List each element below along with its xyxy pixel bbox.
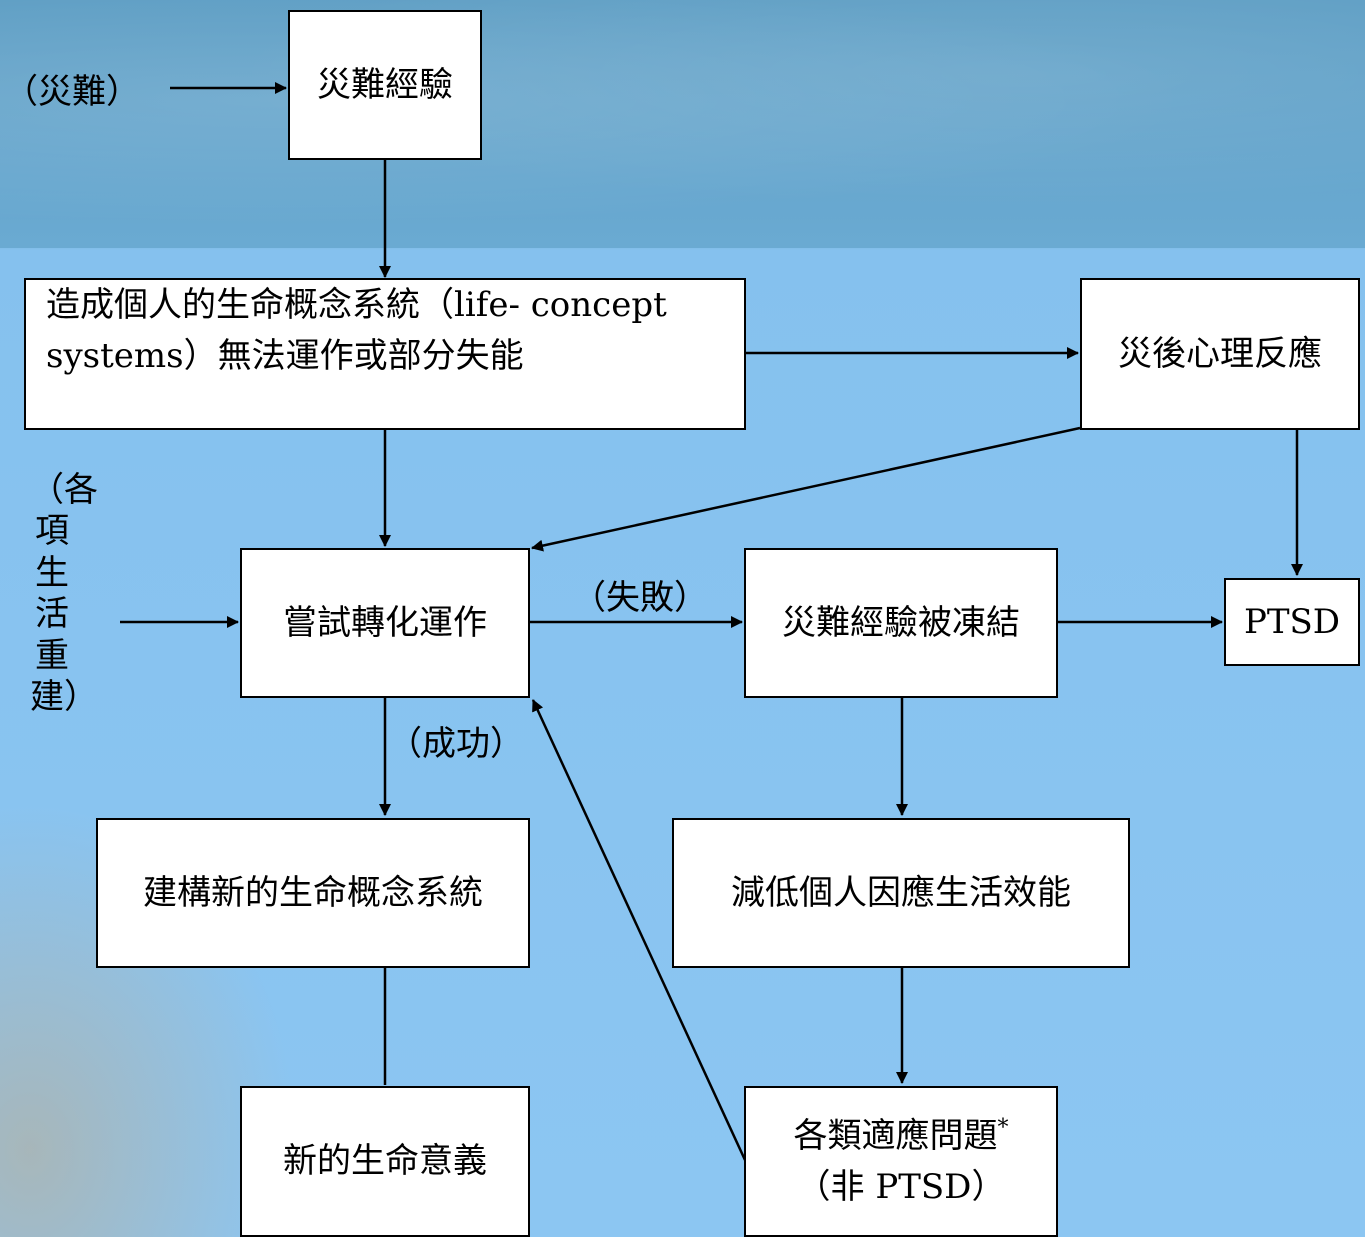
label-failure: （失敗） bbox=[572, 578, 708, 618]
arrow-reaction-to-attempt bbox=[531, 426, 1081, 552]
node-life-concept-failure: 造成個人的生命概念系統（life- concept systems）無法運作或部… bbox=[24, 278, 746, 430]
node-build-new-system-text: 建構新的生命概念系統 bbox=[143, 872, 483, 913]
node-life-concept-failure-line2: systems）無法運作或部分失能 bbox=[46, 336, 524, 376]
node-adaptation-problems-line1: 各類適應問題* bbox=[794, 1111, 1009, 1162]
arrow-problems-to-attempt bbox=[531, 699, 747, 1161]
node-adaptation-problems: 各類適應問題* （非 PTSD） bbox=[744, 1086, 1058, 1237]
label-success: （成功） bbox=[388, 724, 524, 764]
node-disaster-experience: 災難經驗 bbox=[288, 10, 482, 160]
node-new-meaning: 新的生命意義 bbox=[240, 1086, 530, 1237]
node-experience-frozen: 災難經驗被凍結 bbox=[744, 548, 1058, 698]
adaptation-problems-text: 各類適應問題 bbox=[793, 1115, 998, 1156]
node-reduced-coping: 減低個人因應生活效能 bbox=[672, 818, 1130, 968]
node-build-new-system: 建構新的生命概念系統 bbox=[96, 818, 530, 968]
node-disaster-experience-text: 災難經驗 bbox=[317, 64, 453, 105]
node-new-meaning-text: 新的生命意義 bbox=[283, 1141, 487, 1181]
node-adaptation-problems-line2: （非 PTSD） bbox=[796, 1166, 1006, 1207]
node-attempt-transform: 嘗試轉化運作 bbox=[240, 548, 530, 698]
node-attempt-transform-text: 嘗試轉化運作 bbox=[283, 602, 487, 643]
node-life-concept-failure-line1: 造成個人的生命概念系統（life- concept bbox=[46, 285, 667, 325]
node-reduced-coping-text: 減低個人因應生活效能 bbox=[731, 872, 1071, 913]
node-ptsd: PTSD bbox=[1224, 578, 1360, 666]
node-ptsd-text: PTSD bbox=[1243, 601, 1341, 642]
footnote-mark: * bbox=[997, 1115, 1009, 1141]
node-experience-frozen-text: 災難經驗被凍結 bbox=[782, 602, 1020, 643]
node-post-disaster-reaction-text: 災後心理反應 bbox=[1118, 333, 1322, 374]
node-post-disaster-reaction: 災後心理反應 bbox=[1080, 278, 1360, 430]
label-disaster-input: （災難） bbox=[4, 72, 140, 112]
header-texture-band bbox=[0, 0, 1365, 248]
label-reconstruction: （各項生活重建） bbox=[30, 470, 98, 718]
